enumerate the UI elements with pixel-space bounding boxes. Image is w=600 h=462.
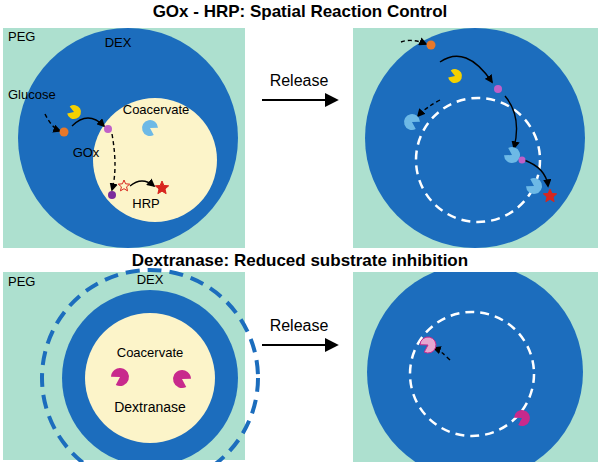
phase-label: Glucose bbox=[8, 88, 56, 103]
enzyme-icon bbox=[142, 120, 158, 136]
peg-phase bbox=[353, 28, 598, 248]
phase-panel: PEG DEX CoacervateDextranase bbox=[3, 272, 245, 460]
phase-label: DEX bbox=[105, 36, 132, 51]
phase-label: GOx bbox=[73, 146, 100, 161]
phase-label: PEG bbox=[8, 30, 35, 45]
droplet-outline bbox=[85, 313, 215, 443]
dex-boundary bbox=[42, 270, 258, 462]
release-arrow bbox=[262, 99, 336, 101]
dex-phase bbox=[365, 28, 585, 248]
molecule-dot bbox=[104, 125, 112, 133]
phase-label: HRP bbox=[132, 197, 159, 212]
phase-label: DEX bbox=[137, 273, 164, 288]
dex-phase bbox=[367, 272, 583, 462]
step-label: Release bbox=[270, 317, 329, 335]
molecule-dot bbox=[494, 85, 502, 93]
enzyme-icon bbox=[420, 337, 436, 353]
enzyme-icon bbox=[526, 178, 542, 194]
droplet-fill bbox=[93, 98, 217, 222]
molecule-dot bbox=[108, 191, 116, 199]
enzyme-icon bbox=[67, 105, 81, 119]
step-label: Release bbox=[270, 72, 329, 90]
released-coacervate bbox=[410, 312, 534, 436]
panel-heading: Dextranase: Reduced substrate inhibition bbox=[132, 251, 468, 271]
phase-label: Coacervate bbox=[123, 103, 189, 118]
enzyme-icon bbox=[111, 368, 129, 386]
phase-label: Coacervate bbox=[117, 346, 183, 361]
phase-panel: PEGGlucoseDEXGOxCoacervateHRP bbox=[3, 28, 245, 248]
droplet-fill bbox=[62, 290, 238, 460]
phase-droplet: CoacervateHRP bbox=[93, 98, 217, 222]
enzyme-icon bbox=[514, 410, 530, 426]
enzyme-icon bbox=[448, 69, 462, 83]
product-star bbox=[118, 180, 129, 191]
enzyme-icon bbox=[504, 147, 520, 163]
phase-label: PEG bbox=[8, 275, 35, 290]
phase-droplet: DEXGOxCoacervateHRP bbox=[18, 28, 238, 248]
product-star bbox=[155, 181, 168, 194]
molecule-dot bbox=[427, 41, 436, 50]
phase-droplet: DEXCoacervateDextranase bbox=[62, 290, 238, 460]
product-star bbox=[543, 189, 556, 202]
molecule-dot bbox=[60, 128, 69, 137]
droplet-fill bbox=[85, 313, 215, 443]
enzyme-icon bbox=[404, 114, 420, 130]
enzyme-icon bbox=[173, 370, 191, 388]
released-coacervate bbox=[416, 98, 540, 222]
reaction-arrows bbox=[45, 40, 548, 360]
panel-heading: GOx - HRP: Spatial Reaction Control bbox=[153, 2, 448, 22]
molecule-dot bbox=[519, 157, 526, 164]
release-arrow bbox=[262, 344, 336, 346]
droplet-fill bbox=[18, 28, 238, 248]
phase-droplet: CoacervateDextranase bbox=[85, 313, 215, 443]
phase-label: Dextranase bbox=[114, 399, 186, 415]
